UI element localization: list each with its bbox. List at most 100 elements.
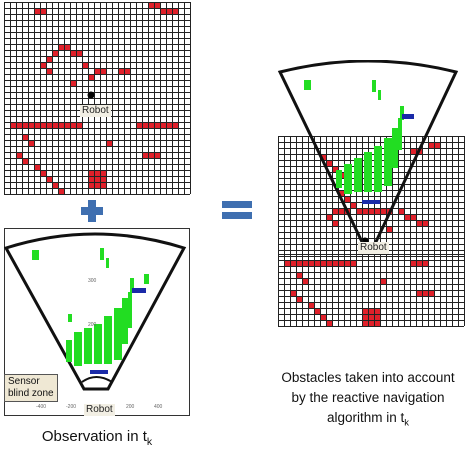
occupied-cell [94, 68, 100, 74]
occupied-cell [308, 302, 314, 308]
occupied-cell [374, 308, 380, 314]
occupied-cell [52, 50, 58, 56]
occupied-cell [374, 208, 380, 214]
occupied-cell [142, 122, 148, 128]
occupied-cell [296, 272, 302, 278]
occupied-cell [52, 122, 58, 128]
occupied-cell [46, 68, 52, 74]
occupancy-grid-right-lower [278, 254, 465, 327]
occupied-cell [350, 260, 356, 266]
robot-label-top: Robot [80, 105, 111, 117]
occupied-cell [302, 278, 308, 284]
occupancy-grid-top-left [4, 2, 191, 195]
occupied-cell [40, 8, 46, 14]
occupied-cell [82, 62, 88, 68]
occupied-cell [362, 208, 368, 214]
occupied-cell [148, 2, 154, 8]
occupied-cell [94, 176, 100, 182]
occupied-cell [76, 50, 82, 56]
occupied-cell [368, 314, 374, 320]
axis-tick-200: 200 [88, 322, 97, 328]
occupied-cell [398, 208, 404, 214]
occupied-cell [290, 290, 296, 296]
plus-icon [81, 200, 103, 222]
occupied-cell [100, 68, 106, 74]
occupied-cell [290, 260, 296, 266]
occupied-cell [46, 56, 52, 62]
occupied-cell [326, 320, 332, 326]
occupied-cell [88, 182, 94, 188]
occupied-cell [88, 176, 94, 182]
occupied-cell [46, 176, 52, 182]
axis-tick-400: 400 [154, 404, 163, 410]
occupied-cell [338, 260, 344, 266]
caption-result-line2: by the reactive navigation [291, 390, 445, 405]
robot-label-bottom-left: Robot [84, 404, 115, 416]
occupied-cell [52, 182, 58, 188]
occupied-cell [10, 122, 16, 128]
occupied-cell [22, 122, 28, 128]
occupied-cell [368, 320, 374, 326]
equals-icon [222, 201, 252, 219]
occupied-cell [422, 220, 428, 226]
occupied-cell [332, 166, 338, 172]
occupied-cell [362, 314, 368, 320]
occupied-cell [296, 296, 302, 302]
occupied-cell [416, 260, 422, 266]
occupied-cell [314, 260, 320, 266]
caption-result-line1: Obstacles taken into account [281, 370, 455, 385]
occupied-cell [296, 260, 302, 266]
occupied-cell [422, 260, 428, 266]
occupied-cell [100, 170, 106, 176]
caption-result-line3-sub: k [404, 417, 409, 429]
caption-result: Obstacles taken into account by the reac… [262, 368, 474, 434]
occupied-cell [356, 208, 362, 214]
occupied-cell [22, 134, 28, 140]
occupied-cell [28, 122, 34, 128]
occupied-cell [314, 308, 320, 314]
occupied-cell [88, 74, 94, 80]
occupied-cell [46, 122, 52, 128]
occupied-cell [22, 158, 28, 164]
robot-dot [87, 91, 95, 99]
occupied-cell [302, 260, 308, 266]
laser-points [32, 248, 149, 366]
occupied-cell [344, 260, 350, 266]
occupied-cell [70, 50, 76, 56]
occupied-cell [284, 260, 290, 266]
occupied-cell [332, 260, 338, 266]
occupied-cell [28, 140, 34, 146]
caption-observation-sub: k [146, 436, 153, 448]
occupied-cell [416, 290, 422, 296]
occupied-cell [362, 308, 368, 314]
occupied-cell [428, 290, 434, 296]
occupied-cell [320, 260, 326, 266]
sensor-fan-outline [4, 232, 187, 391]
occupied-cell [374, 314, 380, 320]
occupied-cell [308, 260, 314, 266]
occupied-cell [154, 2, 160, 8]
occupied-cell [326, 214, 332, 220]
occupied-cell [70, 80, 76, 86]
occupied-cell [118, 68, 124, 74]
occupied-cell [350, 202, 356, 208]
occupied-cell [76, 122, 82, 128]
near-points [90, 288, 146, 374]
occupied-cell [34, 164, 40, 170]
axis-tick-300: 300 [88, 278, 97, 284]
occupied-cell [70, 122, 76, 128]
blind-zone-arc [81, 376, 113, 383]
occupied-cell [368, 208, 374, 214]
occupied-cell [410, 148, 416, 154]
occupied-cell [320, 154, 326, 160]
occupied-cell [100, 176, 106, 182]
occupied-cell [160, 8, 166, 14]
occupied-cell [16, 152, 22, 158]
occupied-cell [344, 196, 350, 202]
occupied-cell [338, 208, 344, 214]
occupied-cell [148, 122, 154, 128]
occupied-cell [404, 214, 410, 220]
occupied-cell [410, 260, 416, 266]
occupied-cell [374, 320, 380, 326]
caption-result-line3: algorithm in tk [262, 408, 474, 434]
